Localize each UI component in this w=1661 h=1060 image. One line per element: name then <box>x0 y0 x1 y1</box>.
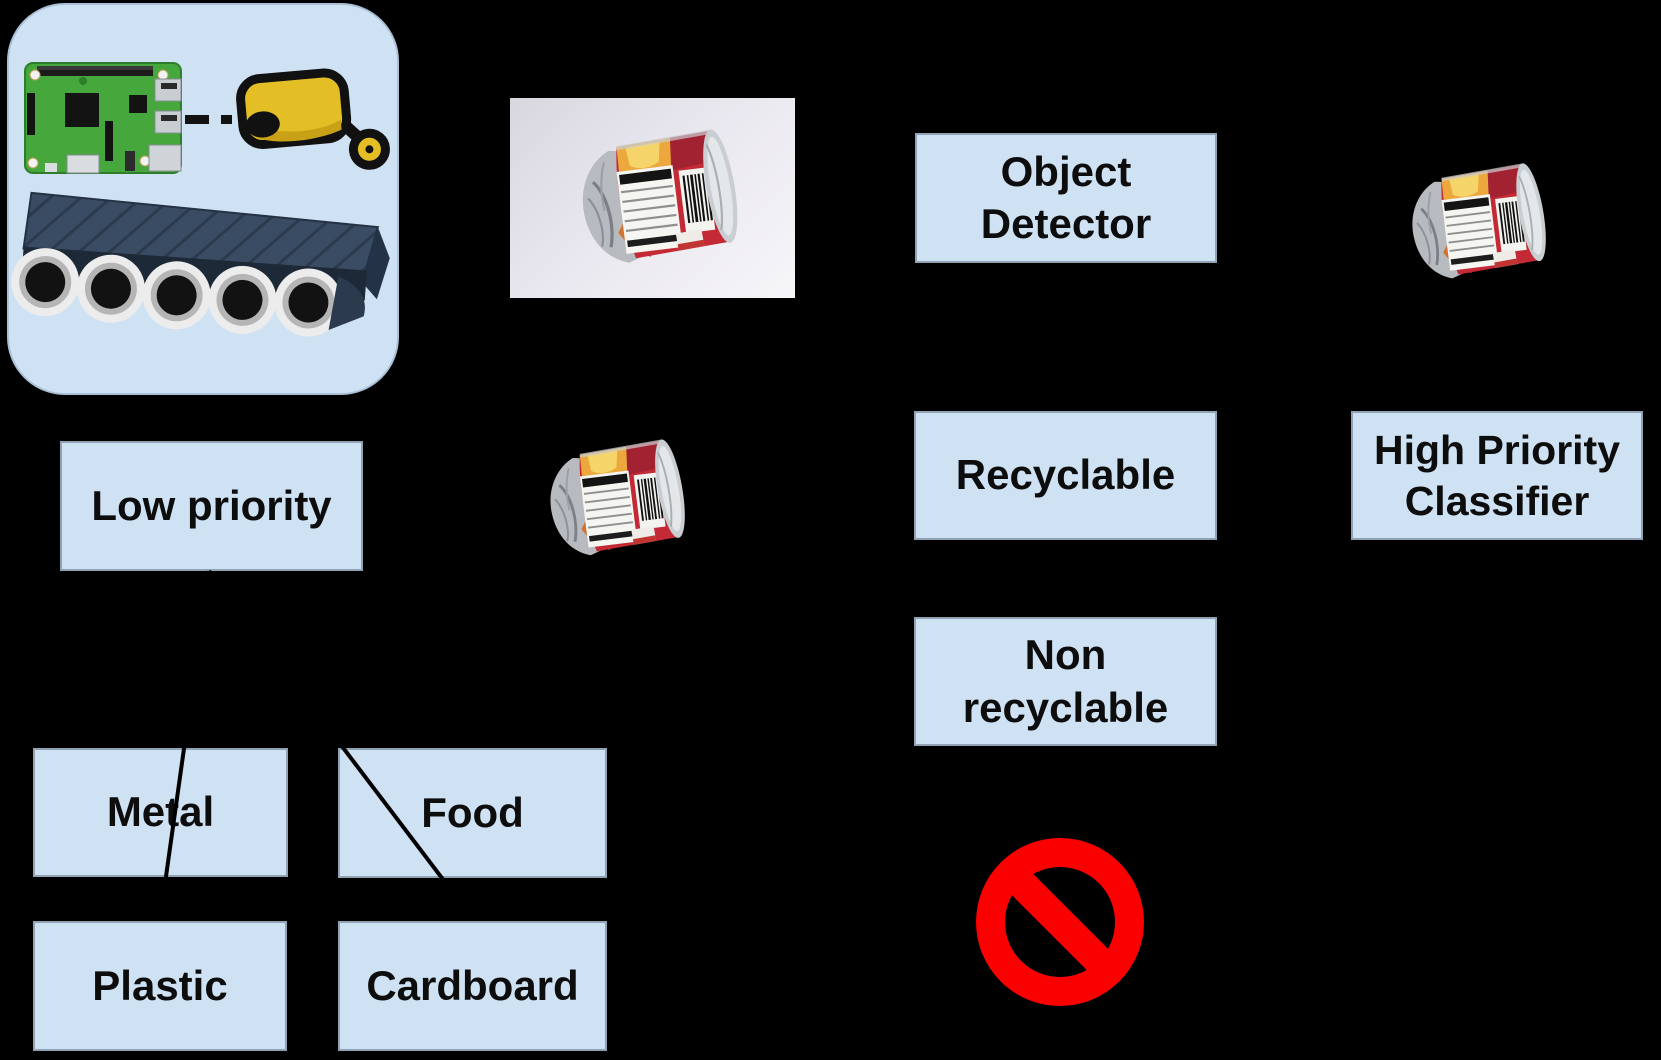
raspberry-pi-icon <box>24 62 182 174</box>
node-non-recyclable: Non recyclable <box>914 617 1217 746</box>
node-food: Food <box>338 748 607 878</box>
node-object-detector: Object Detector <box>915 133 1217 263</box>
node-recyclable: Recyclable <box>914 411 1217 540</box>
dashed-connector <box>185 115 232 124</box>
crushed-can-image <box>550 122 756 274</box>
camera-icon <box>236 68 390 170</box>
node-low-priority: Low priority <box>60 441 363 571</box>
crushed-can-cutout-right <box>1384 157 1562 288</box>
can-photo <box>510 98 795 298</box>
node-metal: Metal <box>33 748 288 877</box>
node-high-priority-classifier-label: High Priority Classifier <box>1373 426 1621 524</box>
node-recyclable-label: Recyclable <box>955 451 1176 499</box>
node-low-priority-label: Low priority <box>91 481 332 529</box>
node-high-priority-classifier: High Priority Classifier <box>1351 411 1643 540</box>
node-food-label: Food <box>421 788 524 836</box>
capture-station-art <box>11 62 390 337</box>
node-cardboard-label: Cardboard <box>366 961 579 1009</box>
crushed-can-cutout-middle <box>522 433 701 565</box>
node-plastic-label: Plastic <box>92 961 228 1009</box>
node-metal-label: Metal <box>106 788 215 836</box>
node-plastic: Plastic <box>33 921 287 1051</box>
node-cardboard: Cardboard <box>338 921 607 1051</box>
node-non-recyclable-label: Non recyclable <box>962 631 1169 731</box>
node-object-detector-label: Object Detector <box>980 147 1152 247</box>
capture-station-panel <box>7 3 399 395</box>
no-entry-icon <box>976 838 1144 1006</box>
conveyor-belt-icon <box>11 191 390 337</box>
